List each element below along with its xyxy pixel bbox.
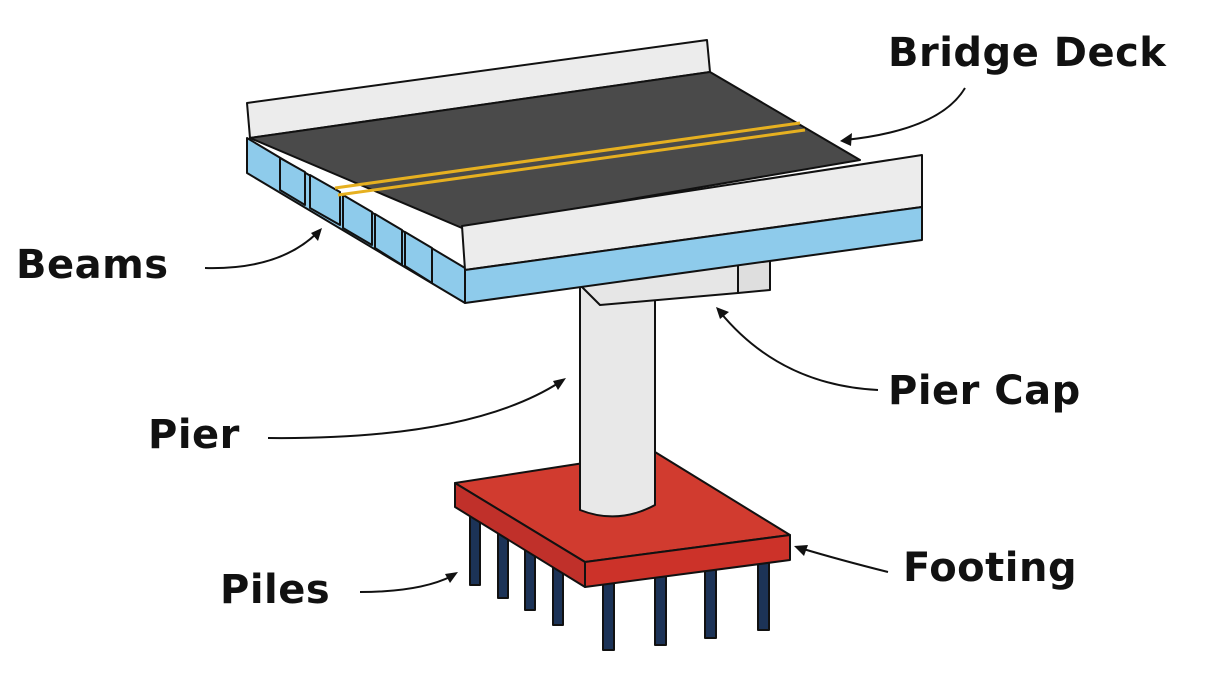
leader-arrows [204,87,966,593]
arrow-beams [204,231,319,270]
arrow-pier [267,381,561,440]
label-bridge-deck: Bridge Deck [888,30,1167,76]
arrow-footing [799,547,889,573]
label-piles: Piles [220,567,331,613]
pier [579,279,656,518]
label-footing: Footing [903,545,1078,591]
bridge-deck [246,39,923,304]
arrow-bridge-deck [844,87,966,141]
label-pier-cap: Pier Cap [888,368,1081,414]
arrow-piles [359,575,453,593]
label-pier: Pier [148,412,240,458]
label-beams: Beams [16,242,169,288]
arrow-pier-cap [719,311,879,391]
